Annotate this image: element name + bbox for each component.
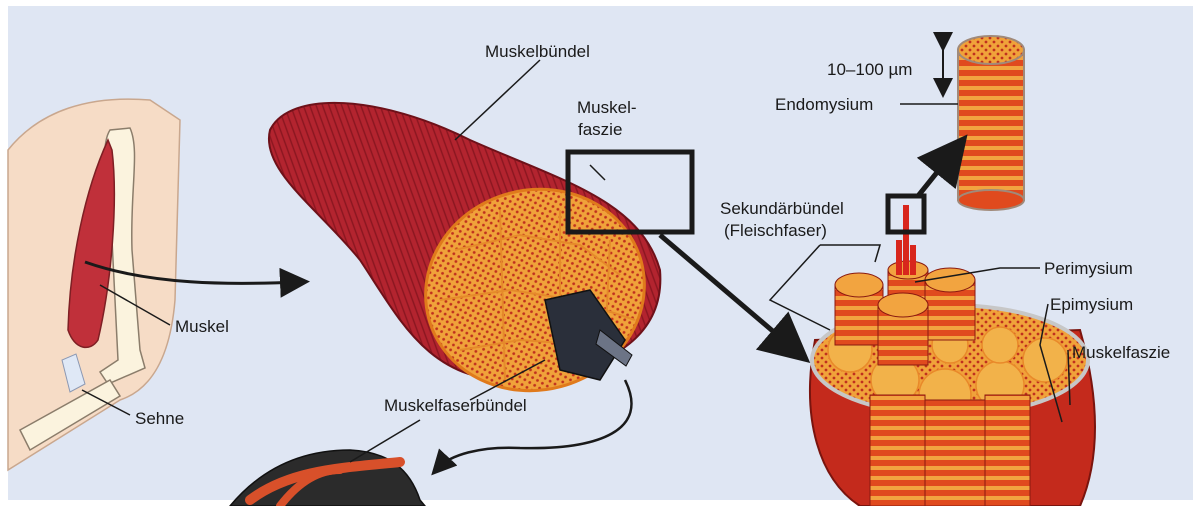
label-muskelfaszie-right: Muskelfaszie — [1072, 343, 1170, 362]
label-muskelbuendel: Muskelbündel — [485, 42, 590, 61]
label-epimysium: Epimysium — [1050, 295, 1133, 314]
label-muskelfaszie-top-2: faszie — [578, 120, 622, 139]
column-fascicles — [870, 395, 1030, 506]
label-muskelfaszie-top-1: Muskel- — [577, 98, 637, 117]
label-sekundaerbuendel-1: Sekundärbündel — [720, 199, 844, 218]
label-endomysium: Endomysium — [775, 95, 873, 114]
single-fiber-illustration — [958, 36, 1024, 210]
label-sekundaerbuendel-2: (Fleischfaser) — [724, 221, 827, 240]
label-muskelfaserbuendel: Muskelfaserbündel — [384, 396, 527, 415]
label-perimysium: Perimysium — [1044, 259, 1133, 278]
label-scale: 10–100 µm — [827, 60, 912, 79]
label-sehne: Sehne — [135, 409, 184, 428]
label-muskel: Muskel — [175, 317, 229, 336]
